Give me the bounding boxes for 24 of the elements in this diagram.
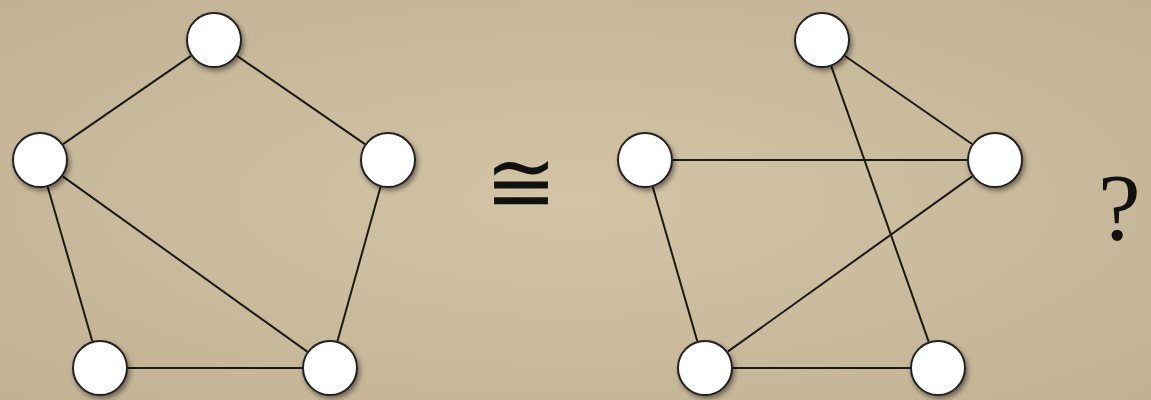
graph-edge: [46, 185, 94, 343]
question-mark: ?: [1098, 160, 1141, 256]
vertex-circle: [677, 340, 733, 396]
graph-edge: [62, 54, 192, 146]
vertex-circle: [302, 340, 358, 396]
graph-edge: [844, 54, 973, 146]
graph-edge: [651, 185, 699, 343]
graph-edge: [61, 175, 309, 353]
vertex-circle: [360, 132, 416, 188]
vertex-circle: [794, 12, 850, 68]
vertex-circle: [72, 340, 128, 396]
vertex-circle: [910, 340, 966, 396]
graph-edge: [830, 65, 930, 343]
graph-edge: [336, 185, 382, 343]
vertex-circle: [967, 132, 1023, 188]
vertex-circle: [186, 12, 242, 68]
graph-edge: [726, 175, 974, 353]
graph-edge: [127, 367, 303, 369]
congruence-symbol: ≅: [485, 140, 557, 226]
graph-edge: [672, 159, 968, 161]
graph-edge: [732, 367, 911, 369]
vertex-circle: [617, 132, 673, 188]
vertex-circle: [12, 132, 68, 188]
graph-edge: [236, 54, 366, 146]
